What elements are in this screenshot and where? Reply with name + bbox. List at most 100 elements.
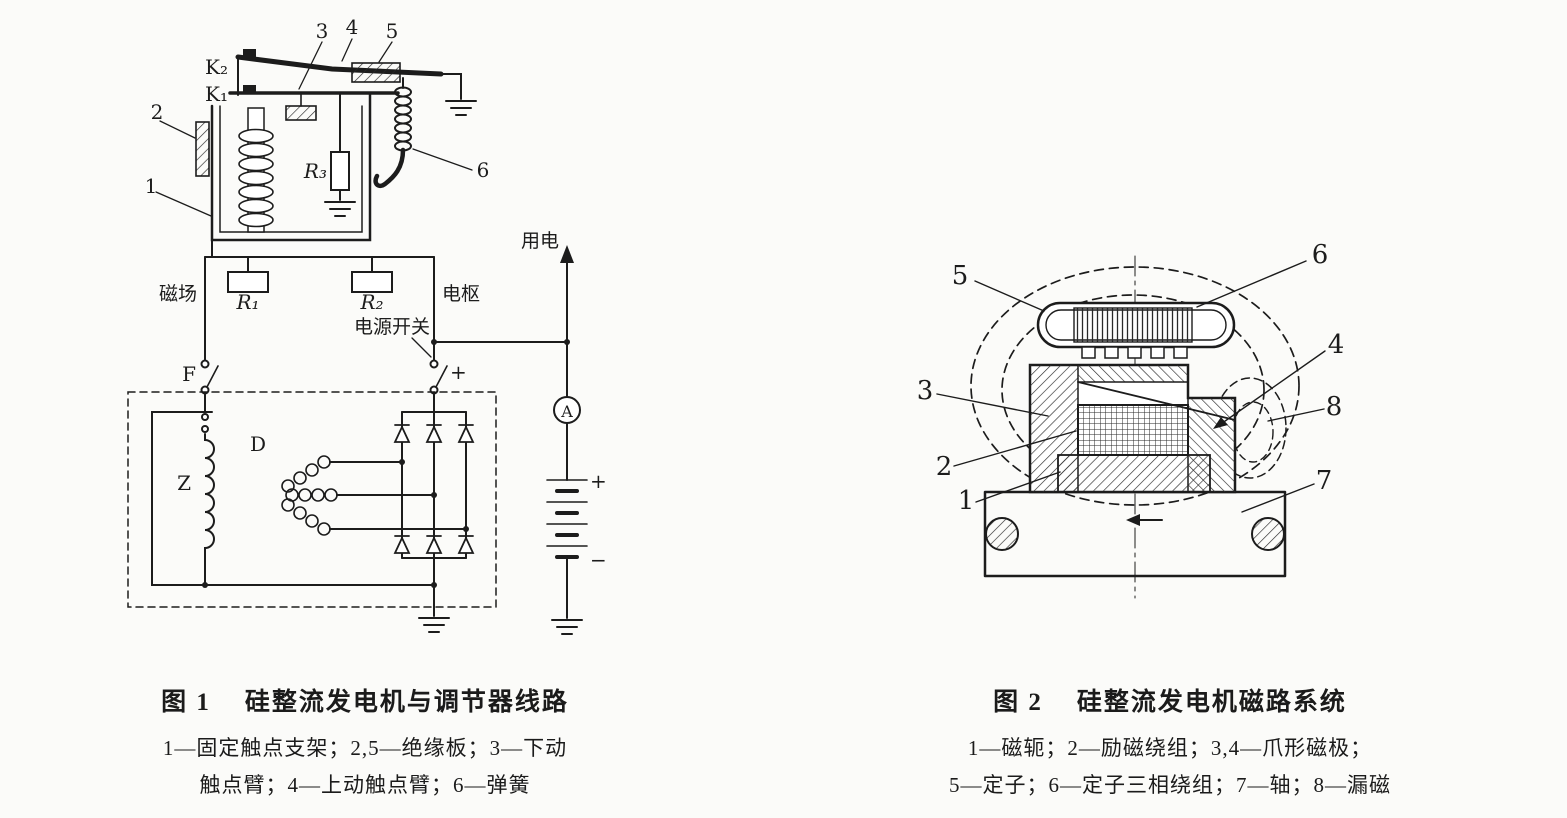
part-label-1: 1: [958, 486, 975, 516]
spring: [394, 86, 412, 152]
flux-loop-outer: [970, 266, 1300, 506]
stator-winding-d: [281, 455, 338, 536]
leader-line-2: [159, 120, 196, 139]
part-label-6: 6: [477, 158, 490, 182]
part-label-4: 4: [346, 15, 359, 39]
part-label-5: 5: [386, 19, 399, 43]
rotor-frame: [151, 411, 213, 586]
diode-bridge: [393, 393, 475, 633]
spring-hook: [373, 147, 406, 189]
label-d: D: [250, 432, 266, 456]
part-label-3: 3: [917, 376, 934, 406]
part-label-2: 2: [936, 452, 953, 482]
diodes: [393, 424, 475, 554]
stator-three-phase-winding: [1073, 307, 1193, 343]
ground-symbol-2: [324, 201, 356, 217]
shaft-end-right: [1251, 517, 1285, 551]
figure2-legend-line-2: 5—定子；6—定子三相绕组；7—轴；8—漏磁: [949, 773, 1391, 797]
junction-dot: [202, 582, 208, 588]
label-armature-terminal: 电枢: [442, 283, 480, 305]
figure1-title-line: 图 1 硅整流发电机与调节器线路: [85, 682, 645, 718]
yoke-frame-outer: [210, 91, 372, 242]
top-claw-strip: [1078, 365, 1188, 382]
leader-line-6: [412, 148, 473, 171]
figure1-labels: K₂ K₁ 3 4 5 2 1 6 R₃ R₁ R₂ 磁场 电枢 用电 电源开关…: [145, 15, 607, 572]
label-k1: K₁: [205, 82, 228, 106]
yoke-band: [1057, 454, 1211, 493]
upper-insulator-block: [351, 62, 401, 83]
label-battery-plus: +: [590, 469, 607, 493]
flux-loop-inner: [1001, 294, 1265, 486]
figure2-drawing: 5 6 3 2 1 4 8 7: [917, 240, 1345, 599]
resistor-stubs: [247, 256, 373, 273]
contact-k2: [243, 49, 256, 57]
plus-terminal-top: [429, 359, 439, 369]
relay-coil: [238, 128, 274, 228]
field-winding-z: [204, 433, 215, 586]
power-switch-leader: [411, 337, 432, 358]
part-label-3: 3: [316, 19, 329, 43]
f-terminal-top: [200, 359, 210, 369]
part-label-2: 2: [151, 100, 164, 124]
arm-ground-wire: [440, 73, 462, 100]
figure2-name: 硅整流发电机磁路系统: [1076, 689, 1347, 716]
upper-contact-arm: [235, 54, 444, 77]
figure2-labels: 5 6 3 2 1 4 8 7: [917, 240, 1345, 516]
label-power-switch: 电源开关: [354, 316, 430, 338]
figure2-leader-lines: [936, 260, 1326, 513]
part-label-7: 7: [1316, 466, 1333, 496]
ground-symbol-3: [551, 619, 583, 635]
lower-insulator-block: [285, 105, 317, 121]
stator: [1036, 301, 1236, 359]
shaft-arrow-head: [1126, 514, 1140, 526]
contact-k1: [243, 85, 256, 93]
leader-line-1: [155, 191, 212, 217]
ammeter: [553, 396, 581, 424]
yoke-frame-inner: [219, 105, 363, 233]
field-coil: [1077, 404, 1189, 456]
junction-dot: [431, 339, 437, 345]
label-ammeter: A: [560, 402, 573, 421]
label-f: F: [182, 362, 196, 386]
slip-ring-1: [201, 413, 209, 421]
r3-resistor: [330, 151, 350, 191]
figure1-name: 硅整流发电机与调节器线路: [244, 689, 569, 716]
ground-symbol-1: [445, 100, 477, 116]
generator-circuit: [127, 391, 497, 633]
label-r1: R₁: [235, 290, 259, 314]
label-r3: R₃: [303, 159, 327, 183]
slip-ring-2: [201, 425, 209, 433]
f-switch-blade: [206, 365, 219, 388]
r2-resistor: [351, 271, 393, 293]
part-label-8: 8: [1326, 392, 1343, 422]
label-r2: R₂: [359, 290, 383, 314]
part-label-1: 1: [145, 174, 158, 198]
label-k2: K₂: [205, 55, 228, 79]
figure1-drawing: K₂ K₁ 3 4 5 2 1 6 R₃ R₁ R₂ 磁场 电枢 用电 电源开关…: [127, 15, 607, 635]
claw-pole-assembly: [1028, 363, 1237, 494]
figure1-number: 图 1: [161, 689, 211, 716]
claw-diagonal: [1077, 381, 1236, 421]
label-z: Z: [177, 471, 191, 495]
load-arrow: [560, 245, 574, 263]
regulator-circuit: [200, 239, 570, 395]
part-label-4: 4: [1328, 330, 1345, 360]
left-insulator-block: [195, 121, 210, 177]
load-branch: [546, 245, 588, 635]
phase-leads: [329, 461, 467, 530]
power-switch-blade: [435, 365, 448, 388]
figure1-legend-line-1: 1—固定触点支架；2,5—绝缘板；3—下动: [162, 736, 568, 760]
label-plus: +: [450, 360, 467, 384]
r1-resistor: [227, 271, 269, 293]
ground-symbol-4: [418, 617, 450, 633]
label-field-terminal: 磁场: [159, 283, 197, 305]
part-label-6: 6: [1312, 240, 1329, 270]
leader-arrowhead-4: [1213, 417, 1228, 429]
stator-teeth: [1081, 346, 1188, 359]
generator-dashed-box: [127, 391, 497, 608]
